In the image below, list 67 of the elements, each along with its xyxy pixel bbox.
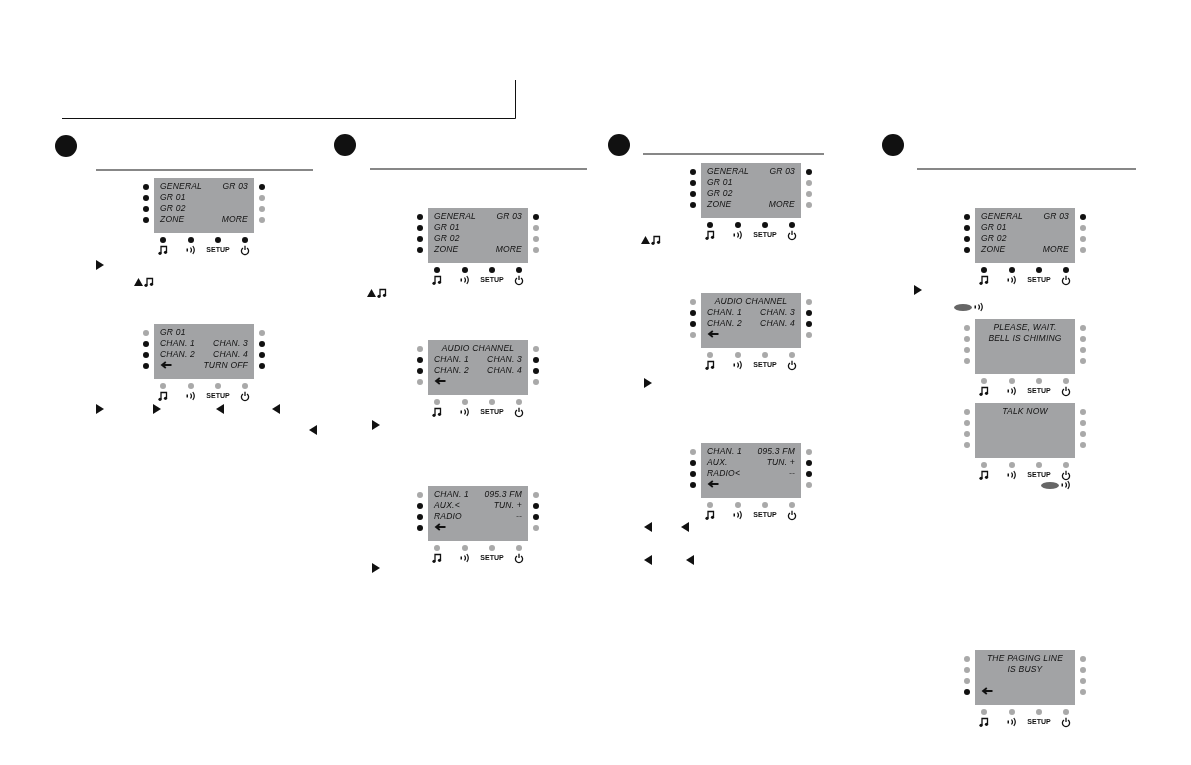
- lcd-text: CHAN. 2: [707, 318, 742, 329]
- lcd-text: THE PAGING LINE IS BUSY: [985, 653, 1065, 675]
- lcd-text: CHAN. 3: [760, 307, 795, 318]
- lcd-text: GR 02: [160, 203, 186, 214]
- lcd-text: ZONE: [434, 244, 459, 255]
- lcd-text: GR 03: [1043, 211, 1069, 222]
- lcd-screen: [975, 403, 1075, 458]
- lcd-screen: [701, 163, 801, 218]
- lcd-text: RADIO: [434, 511, 462, 522]
- lcd-text: CHAN. 4: [487, 365, 522, 376]
- lcd-screen: [701, 443, 801, 498]
- lcd-text: AUX.<: [434, 500, 460, 511]
- lcd-text: ZONE: [707, 199, 732, 210]
- lcd-text: CHAN. 2: [434, 365, 469, 376]
- lcd-screen: [428, 208, 528, 263]
- lcd-text: CHAN. 4: [760, 318, 795, 329]
- lcd-text: --: [788, 468, 795, 479]
- lcd-text: CHAN. 1: [707, 307, 742, 318]
- lcd-text: GR 02: [981, 233, 1007, 244]
- lcd-text: PLEASE, WAIT. BELL IS CHIMING: [987, 322, 1063, 344]
- lcd-text: TUN. +: [766, 457, 795, 468]
- lcd-text: MORE: [1042, 244, 1069, 255]
- lcd-screen: [701, 293, 801, 348]
- lcd-text: GR 01: [434, 222, 460, 233]
- lcd-text: --: [515, 511, 522, 522]
- lcd-text: 095.3 FM: [757, 446, 795, 457]
- lcd-text: TALK NOW: [1001, 406, 1049, 417]
- lcd-text: GENERAL: [160, 181, 203, 192]
- lcd-text: CHAN. 3: [213, 338, 248, 349]
- lcd-text: GR 02: [434, 233, 460, 244]
- lcd-text: CHAN. 2: [160, 349, 195, 360]
- lcd-text: GR 01: [160, 192, 186, 203]
- lcd-text: CHAN. 1: [160, 338, 195, 349]
- lcd-text: ZONE: [981, 244, 1006, 255]
- lcd-text: RADIO<: [707, 468, 741, 479]
- lcd-text: GR 01: [160, 327, 186, 338]
- lcd-screen: [975, 319, 1075, 374]
- lcd-text: AUDIO CHANNEL: [713, 296, 789, 307]
- lcd-text: 095.3 FM: [484, 489, 522, 500]
- lcd-text: CHAN. 1: [707, 446, 742, 457]
- lcd-screen: [428, 486, 528, 541]
- lcd-text: MORE: [768, 199, 795, 210]
- lcd-text: TURN OFF: [203, 360, 248, 371]
- lcd-text: AUX.: [707, 457, 728, 468]
- lcd-text: MORE: [495, 244, 522, 255]
- lcd-text: ZONE: [160, 214, 185, 225]
- lcd-text: MORE: [221, 214, 248, 225]
- lcd-text: GR 03: [222, 181, 248, 192]
- lcd-text: GR 03: [496, 211, 522, 222]
- lcd-screen: [154, 178, 254, 233]
- lcd-text: CHAN. 1: [434, 354, 469, 365]
- lcd-screen: [154, 324, 254, 379]
- lcd-screen: [975, 650, 1075, 705]
- lcd-text: CHAN. 1: [434, 489, 469, 500]
- lcd-text: TUN. +: [493, 500, 522, 511]
- lcd-text: GR 03: [769, 166, 795, 177]
- lcd-screen: [975, 208, 1075, 263]
- lcd-screen: [428, 340, 528, 395]
- lcd-text: CHAN. 3: [487, 354, 522, 365]
- lcd-text: GENERAL: [981, 211, 1024, 222]
- lcd-text: GR 01: [981, 222, 1007, 233]
- lcd-text: CHAN. 4: [213, 349, 248, 360]
- lcd-text: GENERAL: [707, 166, 750, 177]
- lcd-text: GR 02: [707, 188, 733, 199]
- lcd-text: GENERAL: [434, 211, 477, 222]
- lcd-text: AUDIO CHANNEL: [440, 343, 516, 354]
- lcd-text: GR 01: [707, 177, 733, 188]
